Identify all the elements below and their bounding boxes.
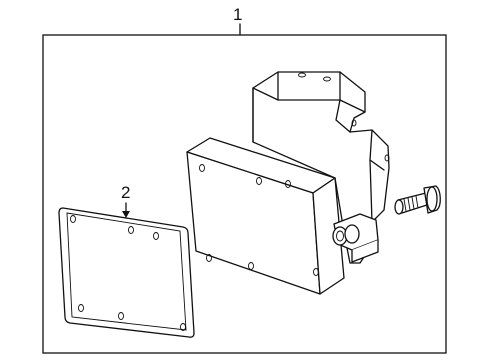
callout-1: 1 — [233, 5, 242, 36]
cover-plate-inner — [66, 212, 187, 331]
mounting-bolt — [394, 185, 441, 215]
module-screws — [199, 164, 319, 276]
part-1-module-assembly — [186, 71, 441, 295]
callout-2-arrowhead — [122, 211, 130, 218]
bracket-hole — [351, 119, 357, 127]
bracket-hole — [323, 76, 331, 82]
cover-plate-holes — [70, 215, 186, 331]
module-side-face — [312, 177, 345, 295]
connector — [332, 213, 379, 263]
callout-1-label: 1 — [233, 5, 242, 24]
callout-2-label: 2 — [121, 183, 130, 202]
diagram-frame — [42, 34, 447, 354]
callout-2: 2 — [121, 183, 130, 218]
bracket-hole — [298, 72, 306, 78]
bracket-hole — [384, 154, 390, 162]
part-2-cover-plate — [58, 207, 195, 338]
cover-plate-outer — [58, 207, 195, 338]
